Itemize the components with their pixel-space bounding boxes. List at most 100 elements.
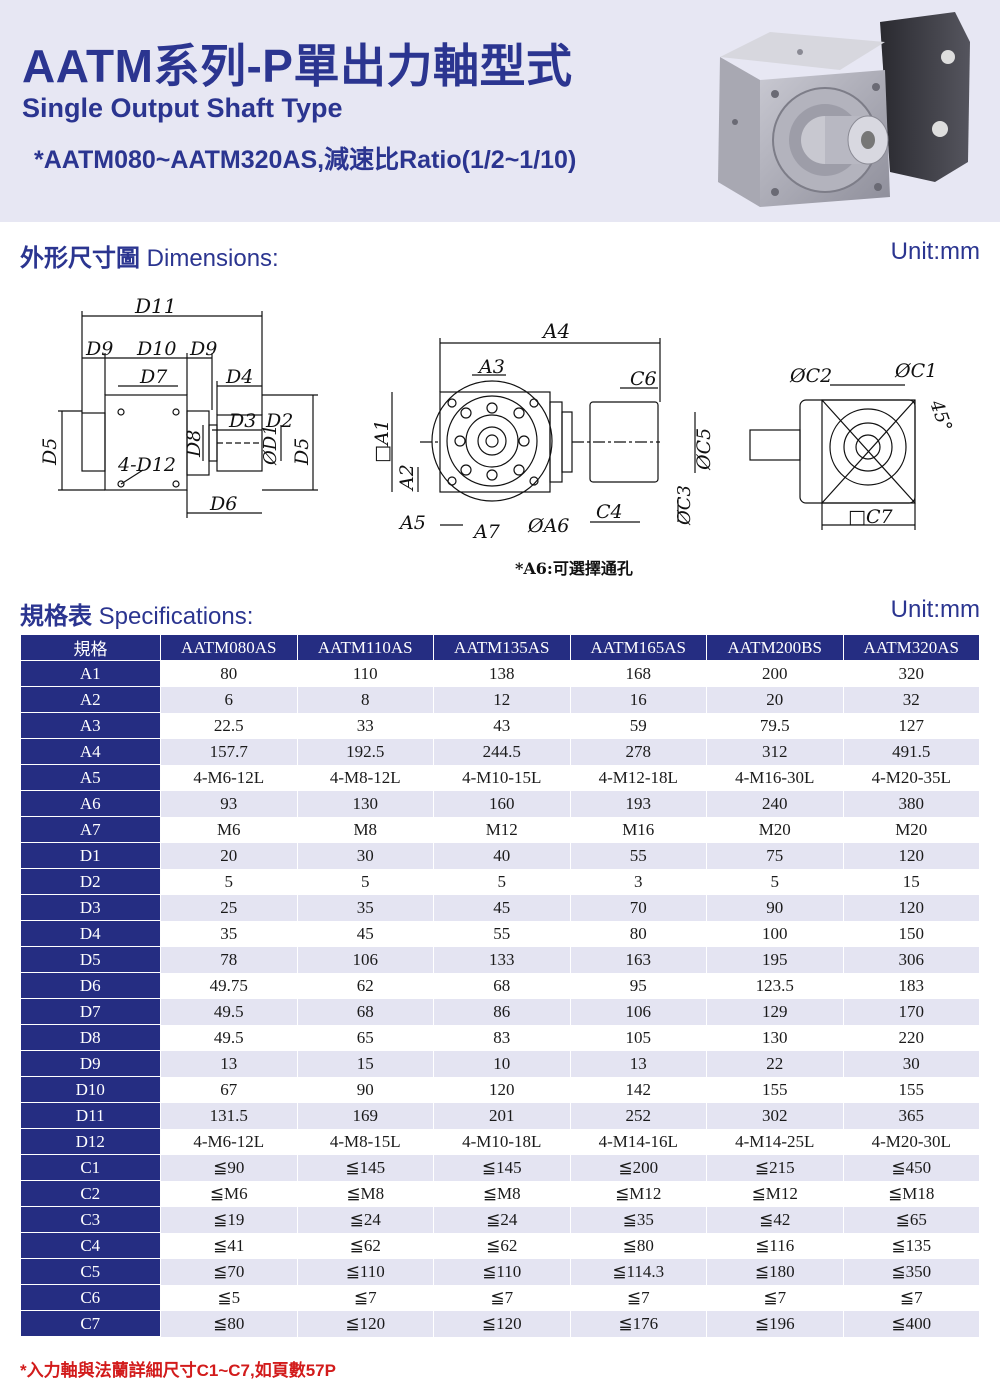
table-cell: 131.5	[160, 1102, 298, 1129]
table-cell: 25	[160, 894, 298, 921]
table-cell: 4-M14-25L	[706, 1128, 844, 1155]
label-a2: A2	[396, 464, 418, 492]
label-c4: C4	[596, 501, 623, 523]
table-cell: M12	[433, 816, 571, 843]
table-cell: 129	[706, 998, 844, 1025]
table-cell: 5	[706, 868, 844, 895]
table-cell: ≦80	[160, 1310, 298, 1337]
table-cell: 15	[843, 868, 980, 895]
row-param-label: D11	[20, 1102, 161, 1129]
table-cell: 68	[433, 972, 571, 999]
table-cell: 4-M10-15L	[433, 764, 571, 791]
spec-heading-en: Specifications:	[98, 603, 254, 630]
table-cell: 138	[433, 660, 571, 687]
table-cell: 79.5	[706, 712, 844, 739]
label-45-deg: 45°	[925, 397, 956, 435]
table-row: C4≦41≦62≦62≦80≦116≦135	[20, 1232, 980, 1259]
table-cell: 78	[160, 946, 298, 973]
label-d6: D6	[209, 493, 237, 515]
table-cell: 95	[570, 972, 707, 999]
table-cell: 45	[433, 894, 571, 921]
table-cell: 4-M10-18L	[433, 1128, 571, 1155]
table-cell: 110	[297, 660, 434, 687]
spec-header-model: AATM135AS	[433, 634, 571, 661]
table-cell: 127	[843, 712, 980, 739]
table-cell: ≦90	[160, 1154, 298, 1181]
row-param-label: A1	[20, 660, 161, 687]
table-cell: ≦M12	[706, 1180, 844, 1207]
table-cell: 150	[843, 920, 980, 947]
table-cell: ≦180	[706, 1258, 844, 1285]
table-cell: 105	[570, 1024, 707, 1051]
table-cell: 278	[570, 738, 707, 765]
table-row: C1≦90≦145≦145≦200≦215≦450	[20, 1154, 980, 1181]
table-cell: 320	[843, 660, 980, 687]
table-cell: 155	[706, 1076, 844, 1103]
label-d9-right: D9	[189, 338, 217, 360]
table-cell: 120	[433, 1076, 571, 1103]
table-cell: ≦41	[160, 1232, 298, 1259]
table-cell: ≦35	[570, 1206, 707, 1233]
table-cell: 5	[433, 868, 571, 895]
label-d5-left: D5	[39, 438, 61, 466]
row-param-label: C3	[20, 1206, 161, 1233]
row-param-label: A3	[20, 712, 161, 739]
table-cell: 306	[843, 946, 980, 973]
label-c7: □C7	[848, 506, 893, 528]
row-param-label: C6	[20, 1284, 161, 1311]
table-cell: 45	[297, 920, 434, 947]
table-cell: 13	[570, 1050, 707, 1077]
table-cell: 3	[570, 868, 707, 895]
label-d7: D7	[139, 366, 168, 388]
table-cell: ≦7	[706, 1284, 844, 1311]
row-param-label: D3	[20, 894, 161, 921]
row-param-label: C7	[20, 1310, 161, 1337]
table-cell: 220	[843, 1024, 980, 1051]
table-cell: 80	[160, 660, 298, 687]
table-cell: 195	[706, 946, 844, 973]
label-c6: C6	[630, 368, 657, 390]
table-cell: ≦450	[843, 1154, 980, 1181]
table-cell: ≦42	[706, 1206, 844, 1233]
table-cell: 120	[843, 894, 980, 921]
table-cell: 67	[160, 1076, 298, 1103]
table-cell: ≦400	[843, 1310, 980, 1337]
table-cell: ≦M8	[297, 1180, 434, 1207]
table-cell: ≦145	[433, 1154, 571, 1181]
table-cell: ≦120	[297, 1310, 434, 1337]
table-row: C5≦70≦110≦110≦114.3≦180≦350	[20, 1258, 980, 1285]
table-cell: 4-M8-15L	[297, 1128, 434, 1155]
table-cell: 49.5	[160, 998, 298, 1025]
table-cell: 75	[706, 842, 844, 869]
spec-heading: 規格表 Specifications:	[20, 596, 253, 631]
table-cell: 80	[570, 920, 707, 947]
table-cell: 130	[706, 1024, 844, 1051]
table-cell: ≦7	[570, 1284, 707, 1311]
table-cell: 62	[297, 972, 434, 999]
table-cell: 55	[433, 920, 571, 947]
label-a1: □A1	[371, 419, 393, 463]
table-cell: ≦24	[433, 1206, 571, 1233]
table-cell: ≦200	[570, 1154, 707, 1181]
table-cell: 8	[297, 686, 434, 713]
table-cell: 133	[433, 946, 571, 973]
row-param-label: A2	[20, 686, 161, 713]
table-cell: ≦70	[160, 1258, 298, 1285]
label-d3: D3	[228, 410, 256, 432]
table-cell: ≦5	[160, 1284, 298, 1311]
table-cell: 4-M14-16L	[570, 1128, 707, 1155]
table-cell: 30	[297, 842, 434, 869]
table-cell: ≦M18	[843, 1180, 980, 1207]
table-cell: 59	[570, 712, 707, 739]
table-cell: ≦M12	[570, 1180, 707, 1207]
